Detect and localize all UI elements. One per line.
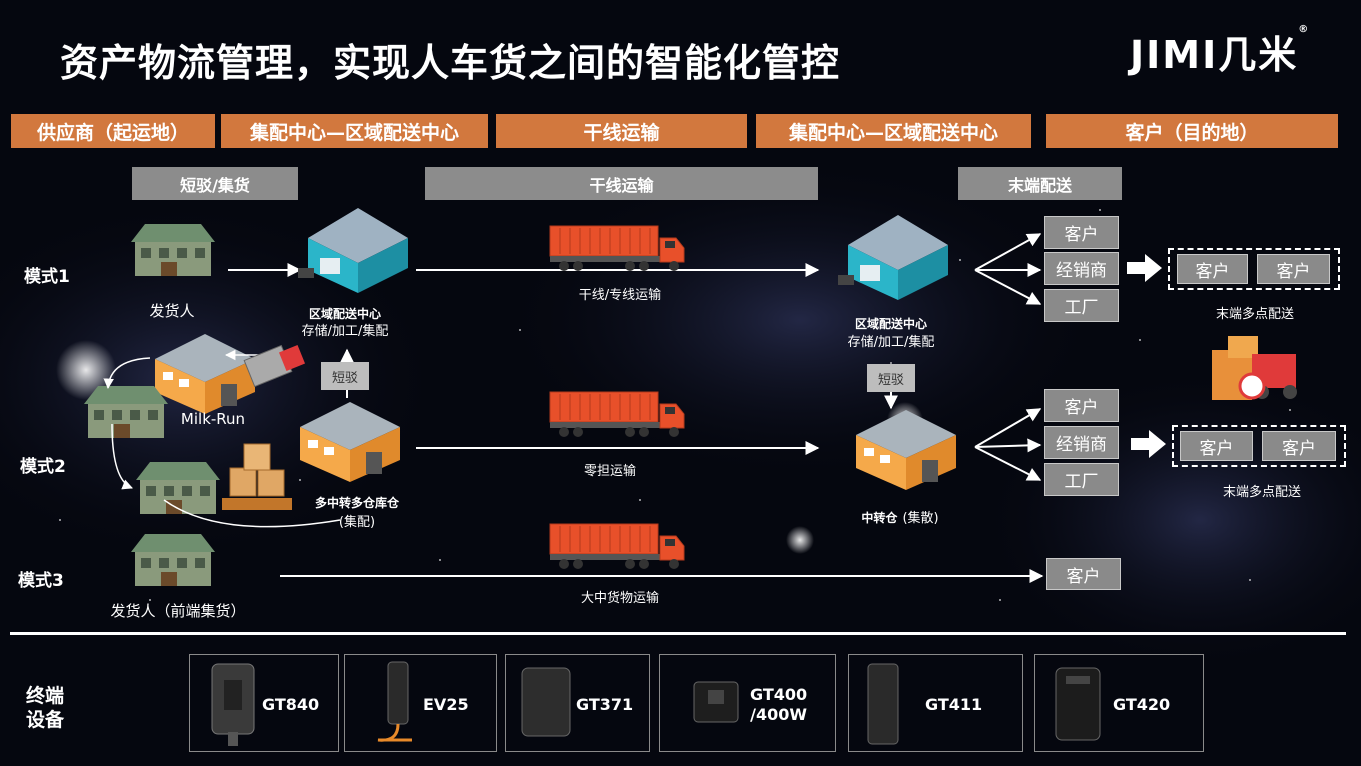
transfer-warehouse-name: 中转仓 (861, 511, 898, 525)
small-truck-icon (243, 344, 306, 388)
transfer-warehouse-label: 中转仓 (集散) (840, 507, 960, 526)
stage-customer: 客户（目的地） (1046, 114, 1338, 148)
mode-3-label: 模式3 (18, 571, 64, 591)
regional-center-name: 区域配送中心 (308, 307, 381, 321)
delivery-truck-icon (1212, 336, 1297, 400)
shipper-label: 发货人 (149, 302, 195, 320)
mode1-multi-label: 末端多点配送 (1215, 307, 1294, 322)
mode1-multi-customer-2: 客户 (1257, 254, 1330, 284)
multi-warehouse-desc: (集配) (338, 515, 376, 530)
shipper-house-icon (131, 534, 215, 586)
front-shipper-label: 发货人（前端集货） (110, 602, 246, 620)
dest-center-desc: 存储/加工/集配 (847, 335, 935, 350)
gt371-device-icon (521, 667, 571, 737)
dest-center-name: 区域配送中心 (854, 317, 927, 331)
mode1-multi-point-group (1168, 248, 1340, 290)
substage-last-mile: 末端配送 (958, 167, 1122, 200)
mode1-multi-customer-1: 客户 (1177, 254, 1248, 284)
device-name: GT400 /400W (750, 685, 808, 724)
section-divider (10, 632, 1346, 635)
device-name: GT420 (1113, 695, 1171, 714)
supplier-house-icon (136, 462, 220, 514)
stage-trunk-transport: 干线运输 (496, 114, 747, 148)
gt420-device-icon (1055, 667, 1101, 741)
device-name: GT411 (925, 695, 983, 714)
device-name: GT840 (262, 695, 320, 714)
mode3-customer-box: 客户 (1046, 558, 1121, 590)
gt400-device-icon (693, 681, 739, 723)
stage-consolidation-origin: 集配中心—区域配送中心 (221, 114, 488, 148)
device-card-gt371: GT371 (505, 654, 650, 752)
page-title: 资产物流管理，实现人车货之间的智能化管控 (60, 41, 841, 85)
mode2-dealer-box: 经销商 (1044, 426, 1119, 459)
substage-trunk: 干线运输 (425, 167, 818, 200)
multi-warehouse-name: 多中转多仓库仓 (314, 496, 399, 510)
supplier-house-icon (84, 386, 168, 438)
device-card-ev25: EV25 (344, 654, 497, 752)
stage-consolidation-destination: 集配中心—区域配送中心 (756, 114, 1031, 148)
short-haul-down-tag: 短驳 (867, 364, 915, 392)
mode2-multi-customer-2: 客户 (1262, 431, 1336, 461)
ltl-transport-label: 零担运输 (583, 464, 636, 479)
mode2-customer-box: 客户 (1044, 389, 1119, 422)
mode1-factory-box: 工厂 (1044, 289, 1119, 322)
devices-label: 终端 设备 (26, 685, 65, 731)
transfer-warehouse-desc: (集散) (902, 511, 939, 526)
regional-center-desc: 存储/加工/集配 (301, 324, 389, 339)
milk-run-label: Milk-Run (180, 410, 246, 428)
trunk-transport-label: 干线/专线运输 (578, 288, 662, 303)
shipper-house-icon (131, 224, 215, 276)
gt411-device-icon (867, 663, 899, 745)
mode2-multi-point-group (1172, 425, 1346, 467)
mode2-multi-customer-1: 客户 (1180, 431, 1253, 461)
device-name: GT371 (576, 695, 634, 714)
device-card-gt400: GT400 /400W (659, 654, 836, 752)
large-cargo-label: 大中货物运输 (580, 591, 659, 606)
jimi-logo: JIMI几米® (1130, 24, 1311, 77)
short-haul-up-tag: 短驳 (321, 362, 369, 390)
mode1-dealer-box: 经销商 (1044, 252, 1119, 285)
stage-supplier: 供应商（起运地） (11, 114, 215, 148)
ev25-device-icon (377, 661, 412, 742)
substage-short-haul: 短驳/集货 (132, 167, 298, 200)
mode1-customer-box: 客户 (1044, 216, 1119, 249)
device-card-gt840: GT840 (189, 654, 339, 752)
device-card-gt420: GT420 (1034, 654, 1204, 752)
gt840-device-icon (211, 663, 255, 746)
device-card-gt411: GT411 (848, 654, 1023, 752)
mode2-factory-box: 工厂 (1044, 463, 1119, 496)
mode2-multi-label: 末端多点配送 (1222, 485, 1301, 500)
mode-1-label: 模式1 (24, 267, 70, 287)
device-name: EV25 (423, 695, 469, 714)
mode-2-label: 模式2 (20, 457, 66, 477)
boxes-icon (222, 443, 292, 510)
